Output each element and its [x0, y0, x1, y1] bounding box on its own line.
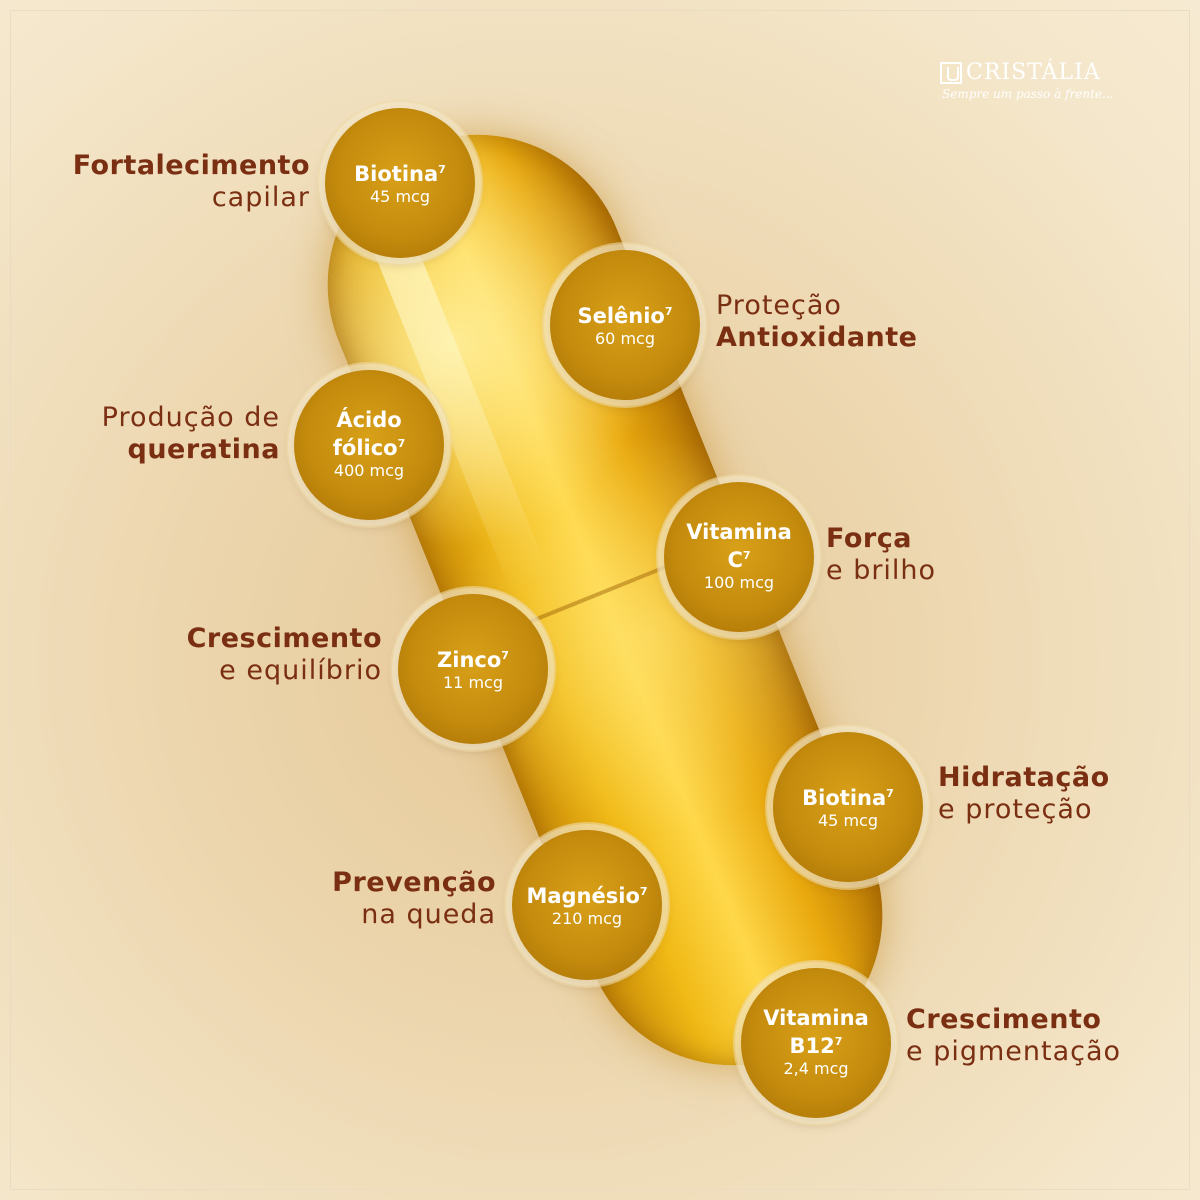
benefit-text: na queda	[361, 899, 496, 930]
benefit-label-1: Fortalecimento capilar	[40, 150, 310, 214]
benefit-bold: Crescimento	[186, 623, 382, 654]
nutrient-badge-vitamina-b12: Vitamina B127 2,4 mcg	[741, 968, 891, 1118]
benefit-text: e pigmentação	[906, 1036, 1122, 1067]
footnote-ref: 7	[397, 437, 406, 450]
benefit-label-6: Hidratação e proteção	[938, 762, 1158, 826]
benefit-label-7: Prevenção na queda	[250, 867, 496, 931]
footnote-ref: 7	[886, 787, 894, 800]
nutrient-badge-magnesio: Magnésio7 210 mcg	[512, 830, 662, 980]
benefit-bold: Hidratação	[938, 762, 1110, 793]
nutrient-name: Magnésio	[526, 884, 640, 908]
brand-name: CRISTÁLIA	[966, 60, 1101, 85]
footnote-ref: 7	[501, 649, 509, 662]
footnote-ref: 7	[438, 163, 446, 176]
nutrient-name-line1: Ácido	[336, 408, 402, 432]
benefit-text: e equilíbrio	[219, 655, 382, 686]
nutrient-badge-vitamina-c: Vitamina C7 100 mcg	[664, 482, 814, 632]
benefit-text: Produção de	[101, 402, 280, 433]
benefit-text: capilar	[211, 182, 310, 213]
nutrient-name: Selênio	[577, 304, 665, 328]
nutrient-name-line1: Vitamina	[763, 1006, 869, 1030]
nutrient-name: Biotina	[354, 162, 439, 186]
benefit-label-2: Proteção Antioxidante	[716, 290, 976, 354]
nutrient-badge-acido-folico: Ácido fólico7 400 mcg	[294, 370, 444, 520]
nutrient-name: Biotina	[802, 786, 887, 810]
nutrient-badge-biotina-2: Biotina7 45 mcg	[773, 732, 923, 882]
nutrient-name: Zinco	[437, 648, 502, 672]
benefit-bold: Crescimento	[906, 1004, 1102, 1035]
nutrient-dose: 100 mcg	[703, 573, 775, 592]
brand-logo: CRISTÁLIA Sempre um passo à frente...	[940, 60, 1140, 101]
nutrient-dose: 45 mcg	[370, 187, 430, 206]
nutrient-dose: 400 mcg	[333, 461, 405, 480]
benefit-label-4: Força e brilho	[826, 523, 1026, 587]
nutrient-name-line2: fólico	[332, 436, 398, 460]
benefit-bold: queratina	[127, 434, 280, 465]
benefit-text: Proteção	[716, 290, 842, 321]
nutrient-name-line2: B12	[789, 1034, 835, 1058]
benefit-label-8: Crescimento e pigmentação	[906, 1004, 1176, 1068]
benefit-text: e brilho	[826, 555, 937, 586]
nutrient-badge-biotina-1: Biotina7 45 mcg	[325, 108, 475, 258]
nutrient-badge-selenio: Selênio7 60 mcg	[550, 250, 700, 400]
benefit-bold: Prevenção	[332, 867, 496, 898]
footnote-ref: 7	[639, 885, 648, 898]
nutrient-dose: 11 mcg	[443, 673, 503, 692]
nutrient-badge-zinco: Zinco7 11 mcg	[398, 594, 548, 744]
footnote-ref: 7	[834, 1035, 843, 1048]
nutrient-dose: 60 mcg	[595, 329, 655, 348]
nutrient-name-line1: Vitamina	[686, 520, 792, 544]
benefit-label-3: Produção de queratina	[40, 402, 280, 466]
benefit-bold: Antioxidante	[716, 322, 918, 353]
footnote-ref: 7	[664, 305, 673, 318]
benefit-bold: Fortalecimento	[72, 150, 310, 181]
page-frame	[10, 10, 1190, 1190]
brand-tagline: Sempre um passo à frente...	[942, 87, 1114, 101]
benefit-text: e proteção	[938, 794, 1093, 825]
nutrient-dose: 210 mcg	[551, 909, 623, 928]
nutrient-dose: 2,4 mcg	[783, 1059, 849, 1078]
benefit-bold: Força	[826, 523, 912, 554]
nutrient-dose: 45 mcg	[818, 811, 878, 830]
benefit-label-5: Crescimento e equilíbrio	[90, 623, 382, 687]
flask-icon	[940, 61, 962, 84]
nutrient-name-line2: C	[727, 548, 743, 572]
footnote-ref: 7	[742, 549, 751, 562]
